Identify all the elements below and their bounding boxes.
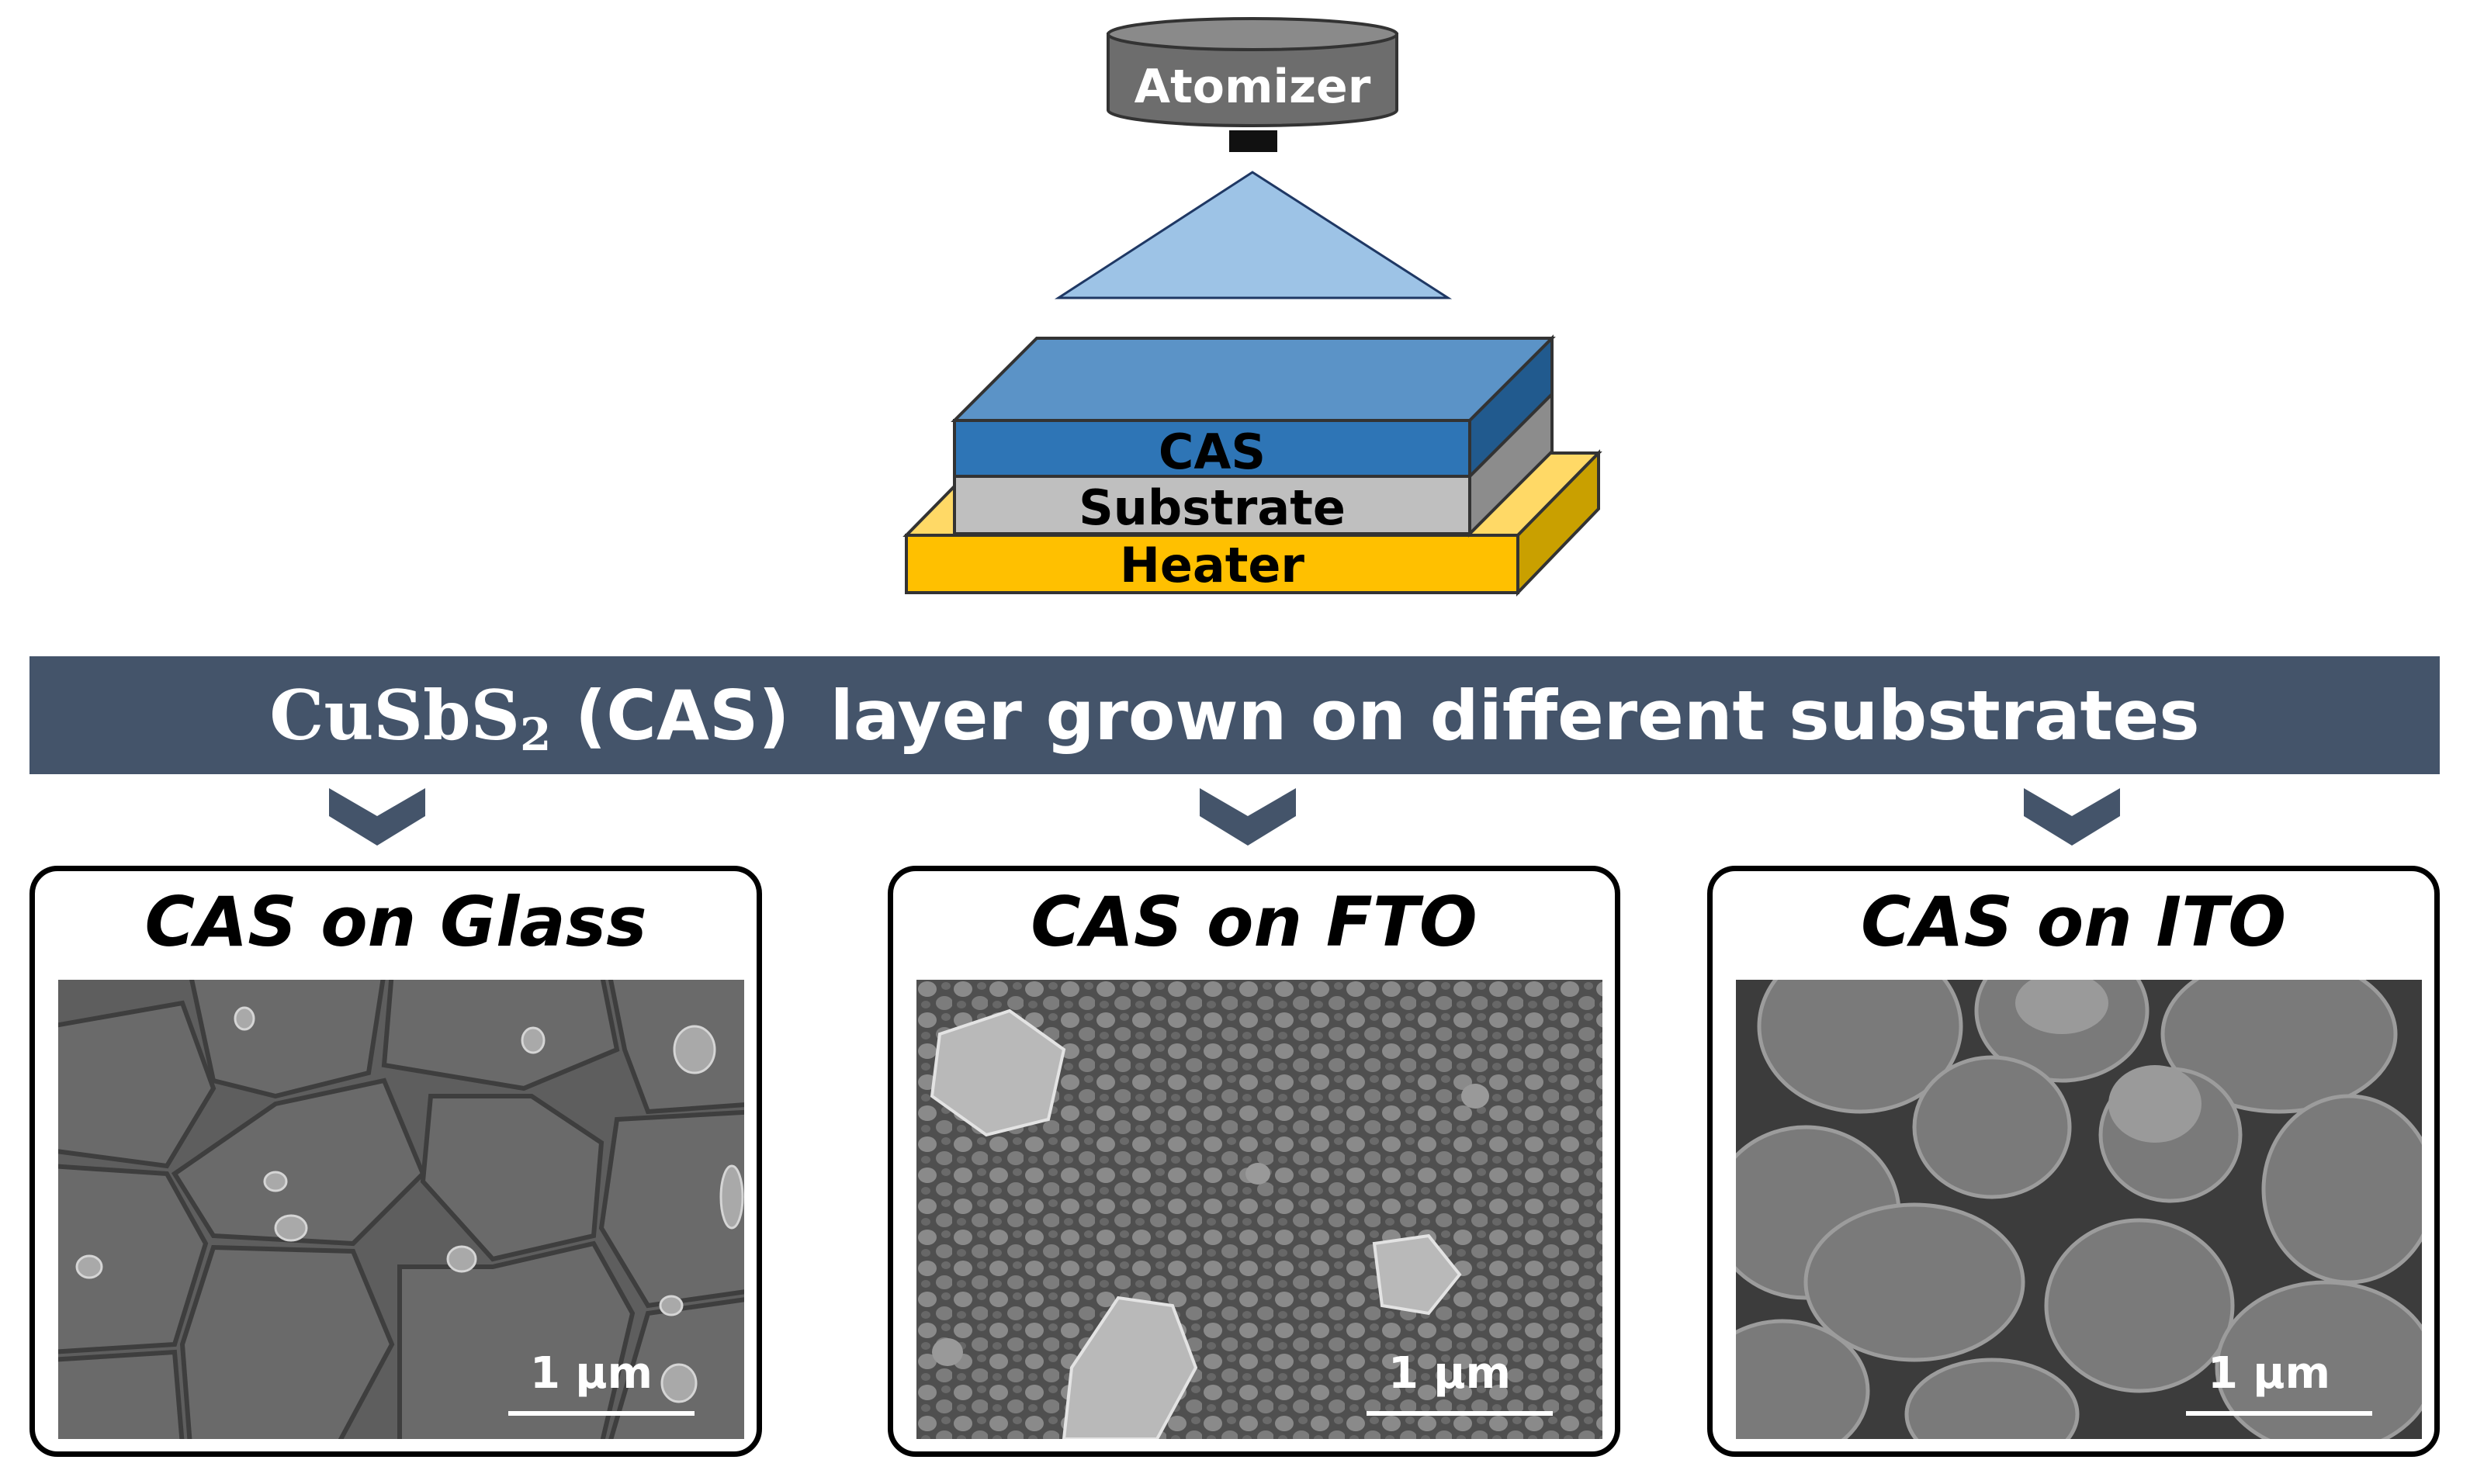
substrate-label: Substrate: [1079, 479, 1346, 536]
panel-cas-on-glass: CAS on Glass: [29, 866, 762, 1457]
formula-abbrev: (CAS): [575, 675, 790, 756]
heater-label: Heater: [1120, 537, 1304, 593]
cas-label: CAS: [1159, 424, 1266, 480]
title-banner: CuSbS2 (CAS) layer grown on different su…: [29, 656, 2440, 774]
panel-cas-on-ito: CAS on ITO 1 μm: [1707, 866, 2440, 1457]
atomizer-nozzle: [1229, 130, 1277, 152]
panel-title: CAS on FTO: [1031, 882, 1477, 962]
sem-micrograph-ito: 1 μm: [1736, 980, 2422, 1439]
substrate-layer: Substrate: [953, 390, 1554, 538]
panel-title: CAS on Glass: [144, 882, 647, 962]
chevron-down-icon: [329, 788, 425, 846]
atomizer-label: Atomizer: [1135, 60, 1371, 114]
scale-bar: [1367, 1411, 1553, 1416]
scale-bar: [2186, 1411, 2372, 1416]
cas-layer: CAS: [951, 334, 1556, 480]
sem-micrograph-fto: 1 μm: [916, 980, 1602, 1439]
chevron-down-icon: [1200, 788, 1296, 846]
sem-micrograph-glass: 1 μm: [58, 980, 744, 1439]
scale-bar-label: 1 μm: [2207, 1348, 2330, 1399]
scale-bar-label: 1 μm: [529, 1348, 653, 1399]
scale-bar: [508, 1411, 695, 1416]
panel-cas-on-fto: CAS on FTO: [888, 866, 1620, 1457]
banner-text: layer grown on different substrates: [830, 675, 2200, 756]
atomizer: Atomizer: [1107, 17, 1398, 152]
chevron-down-icon: [2024, 788, 2120, 846]
formula: CuSbS2: [269, 675, 552, 761]
spray-cone: [1054, 171, 1453, 299]
panel-title: CAS on ITO: [1860, 882, 2287, 962]
scale-bar-label: 1 μm: [1387, 1348, 1511, 1399]
